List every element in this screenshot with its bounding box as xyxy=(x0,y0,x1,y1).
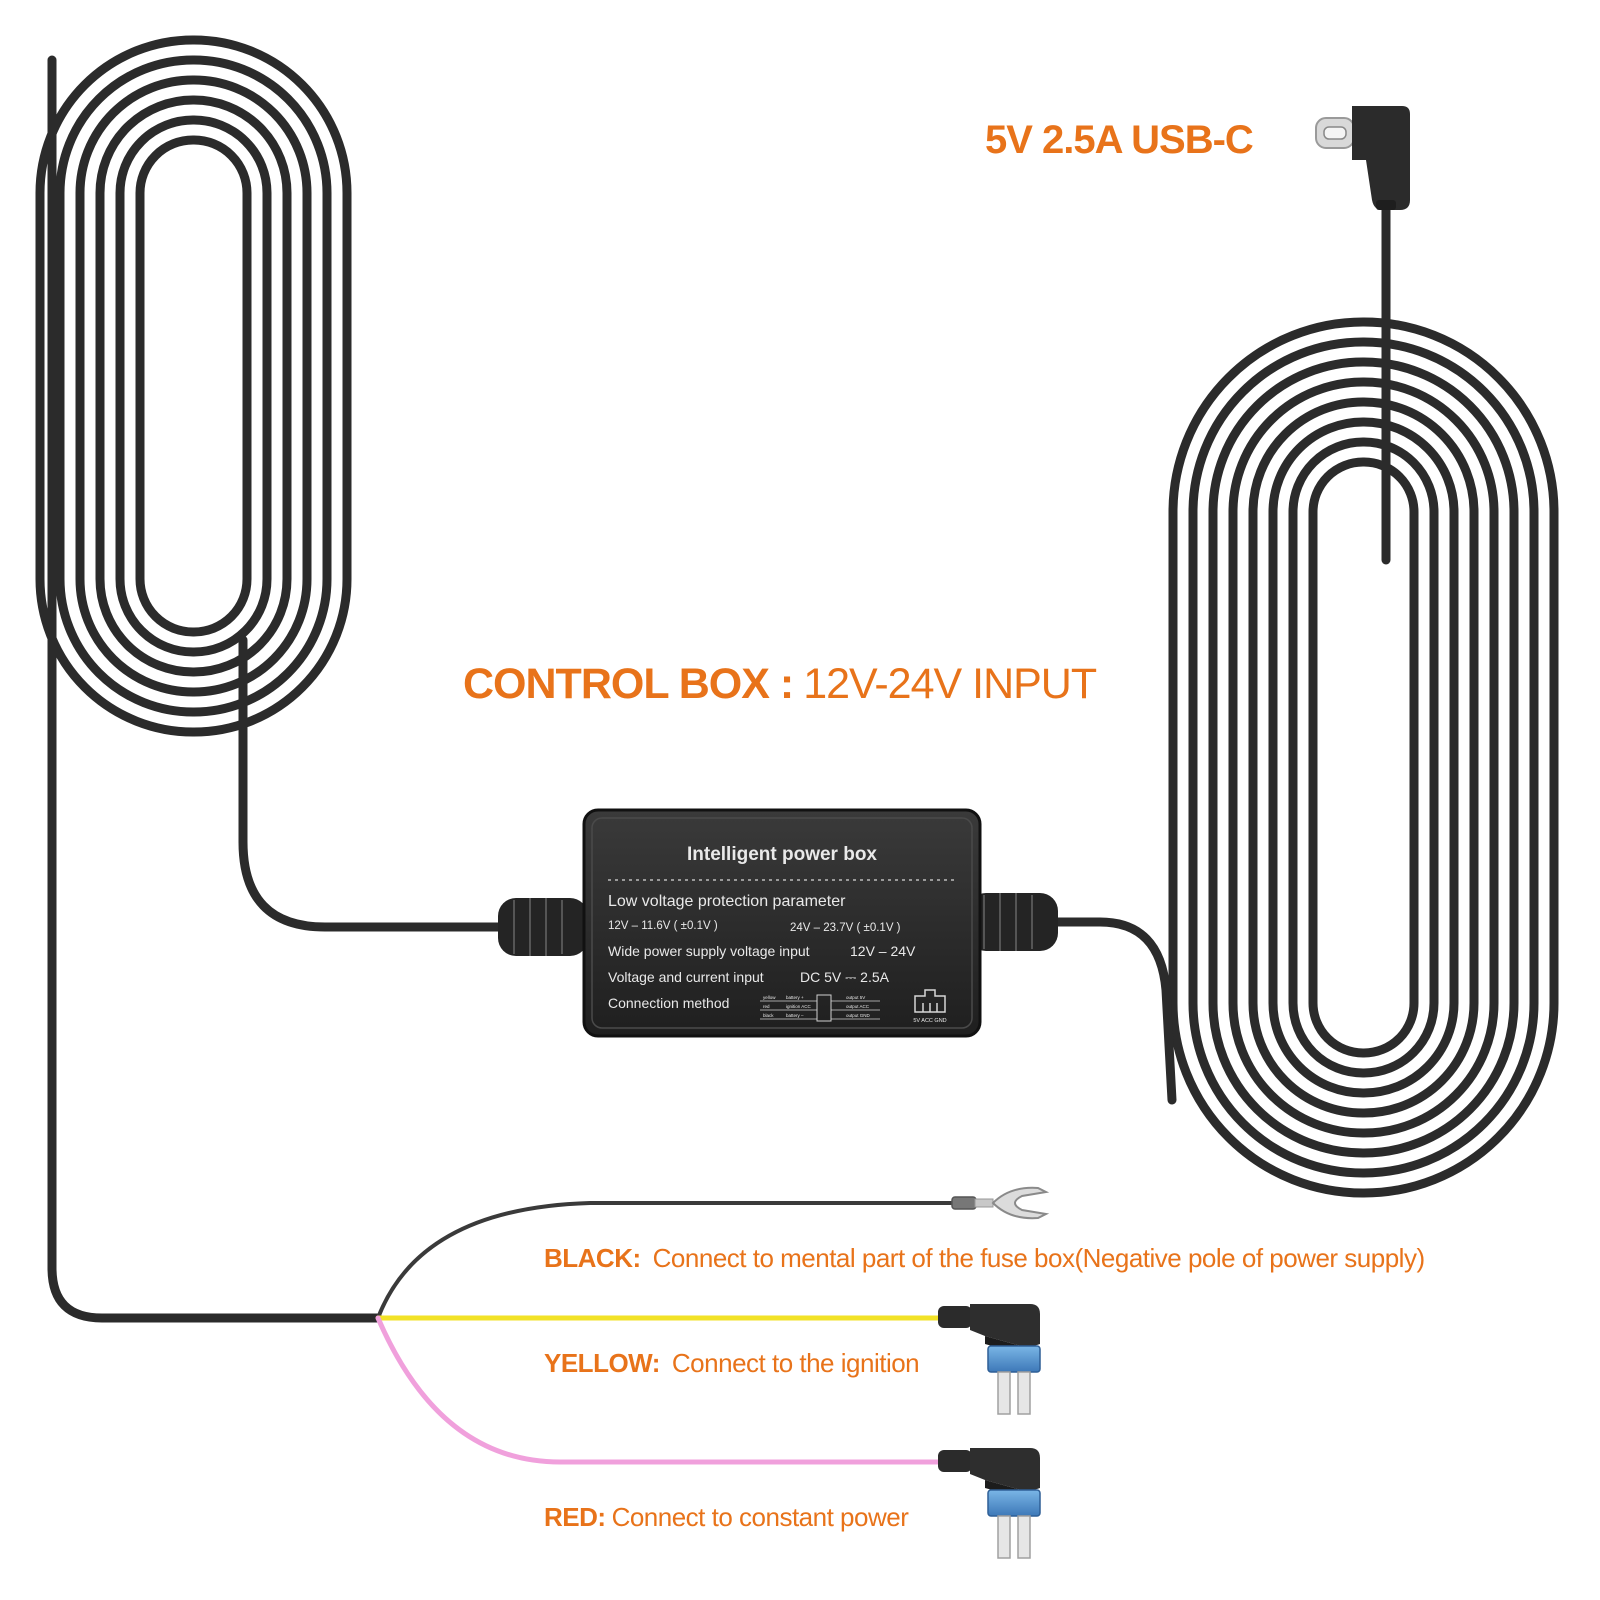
control-box-label: CONTROL BOX :12V-24V INPUT xyxy=(463,660,1097,709)
wiring-right-1: output ACC xyxy=(846,1004,870,1009)
right-cable-coil xyxy=(1168,317,1559,1198)
black-wire-label: BLACK: Connect to mental part of the fuse… xyxy=(544,1243,1425,1274)
output-wires xyxy=(375,1201,964,1465)
wiring-mid-0: battery + xyxy=(786,995,804,1000)
red-wire xyxy=(375,1315,943,1465)
red-wire-label: RED:Connect to constant power xyxy=(544,1502,909,1533)
strain-reliefs xyxy=(498,893,1058,956)
wiring-right-2: output GND xyxy=(846,1013,871,1018)
voltage-current-value: DC 5V ⎓ 2.5A xyxy=(800,969,890,985)
voltage-current-label: Voltage and current input xyxy=(608,969,764,985)
left-cable-coil xyxy=(35,35,352,737)
yellow-wire-label: YELLOW: Connect to the ignition xyxy=(544,1348,920,1379)
connection-label: Connection method xyxy=(608,995,729,1011)
black-wire xyxy=(376,1201,964,1320)
control-box-value: 12V-24V INPUT xyxy=(803,660,1097,708)
wiring-left-1: red xyxy=(763,1004,770,1009)
output-port-icon xyxy=(914,989,946,1013)
fuse-tap-icon xyxy=(938,1448,1041,1559)
yellow-wire-key: YELLOW: xyxy=(544,1348,660,1378)
red-wire-text: Connect to constant power xyxy=(611,1502,909,1532)
red-wire-key: RED: xyxy=(544,1502,606,1532)
low-voltage-24v: 24V – 23.7V ( ±0.1V ) xyxy=(790,922,901,934)
low-voltage-heading: Low voltage protection parameter xyxy=(608,893,846,910)
yellow-wire-text: Connect to the ignition xyxy=(671,1348,920,1378)
wiring-left-2: black xyxy=(763,1013,774,1018)
port-labels: 5V ACC GND xyxy=(913,1018,946,1024)
spade-terminal-icon xyxy=(951,1186,1050,1220)
wiring-mid-2: battery – xyxy=(786,1013,804,1018)
usb-c-label: 5V 2.5A USB-C xyxy=(985,118,1254,162)
control-box-key: CONTROL BOX : xyxy=(463,660,794,708)
wiring-mid-1: ignition ACC xyxy=(786,1004,812,1009)
black-wire-key: BLACK: xyxy=(544,1243,641,1273)
wide-input-label: Wide power supply voltage input xyxy=(608,943,810,959)
power-box-title: Intelligent power box xyxy=(687,844,877,865)
black-wire-text: Connect to mental part of the fuse box(N… xyxy=(652,1243,1425,1273)
wiring-right-0: output 5V xyxy=(846,995,865,1000)
cable-runs xyxy=(47,55,1391,1323)
intelligent-power-box: Intelligent power box Low voltage protec… xyxy=(582,808,982,1038)
usb-c-connector-icon xyxy=(1315,106,1410,210)
low-voltage-12v: 12V – 11.6V ( ±0.1V ) xyxy=(608,920,718,932)
wide-input-value: 12V – 24V xyxy=(850,943,916,959)
fuse-tap-icon xyxy=(938,1304,1041,1415)
wiring-left-0: yellow xyxy=(763,995,776,1000)
connection-method-diagram: yellow red black battery + ignition ACC … xyxy=(760,994,880,1022)
